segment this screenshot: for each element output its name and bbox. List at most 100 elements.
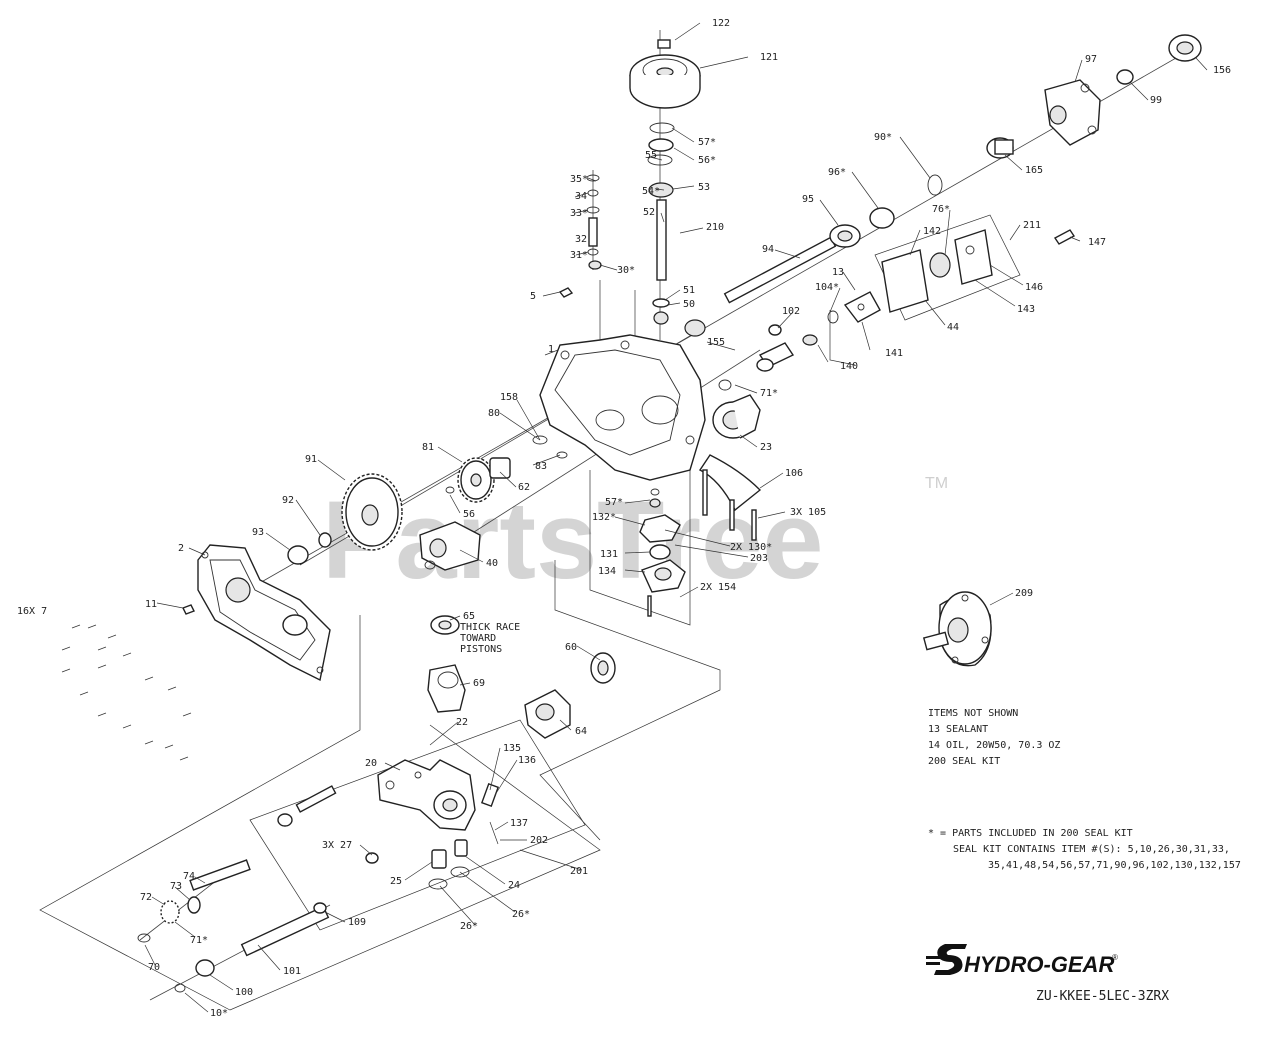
fitting-27b [365, 852, 379, 864]
collar-109 [313, 902, 327, 914]
label-35: 35* [570, 174, 588, 185]
plug-130 [649, 498, 661, 508]
label-30: 30* [617, 265, 635, 276]
label-74: 74 [183, 871, 195, 882]
label-31: 31* [570, 250, 588, 261]
shaft-101 [240, 905, 330, 957]
label-155: 155 [707, 337, 725, 348]
watermark-tm: TM [925, 475, 948, 492]
label-135: 135 [503, 743, 521, 754]
label-102: 102 [782, 306, 800, 317]
label-13: 13 [832, 267, 844, 278]
label-96: 96* [828, 167, 846, 178]
label-101: 101 [283, 966, 301, 977]
label-90: 90* [874, 132, 892, 143]
label-147: 147 [1088, 237, 1106, 248]
label-3x27: 3X 27 [322, 840, 352, 851]
washer-50 [652, 298, 670, 308]
label-10: 10* [210, 1008, 228, 1019]
bolt-array-7 [61, 624, 192, 761]
label-210: 210 [706, 222, 724, 233]
label-80: 80 [488, 408, 500, 419]
label-203: 203 [750, 553, 768, 564]
spring-135 [480, 782, 500, 808]
gasket-132 [639, 514, 681, 543]
brand-registered-mark: ® [1112, 953, 1118, 962]
label-2: 2 [178, 543, 184, 554]
ring-70 [137, 933, 151, 943]
shaft-74 [189, 859, 251, 891]
label-26a: 26* [512, 909, 530, 920]
label-95: 95 [802, 194, 814, 205]
label-142: 142 [923, 226, 941, 237]
ring-57b [650, 488, 660, 496]
pulley-121 [629, 54, 701, 109]
label-209: 209 [1015, 588, 1033, 599]
washer-92 [318, 532, 332, 548]
oring-26b [450, 866, 470, 878]
label-34: 34 [575, 191, 587, 202]
center-block-40 [419, 521, 481, 571]
label-56b: 56 [463, 509, 475, 520]
bracket-141 [843, 291, 881, 323]
bearing-156 [1168, 34, 1202, 62]
side-cover-2 [197, 544, 331, 682]
motor-23 [712, 379, 761, 439]
label-51: 51 [683, 285, 695, 296]
label-24: 24 [508, 880, 520, 891]
valves-25-24 [431, 839, 468, 869]
label-25: 25 [390, 876, 402, 887]
label-104: 104* [815, 282, 839, 293]
thrust-bearing-65 [430, 615, 460, 635]
seal-kit-note-1: * = PARTS INCLUDED IN 200 SEAL KIT [928, 828, 1133, 839]
notes-line-2: 14 OIL, 20W50, 70.3 OZ [928, 740, 1060, 751]
ring-90 [927, 174, 943, 196]
label-106: 106 [785, 468, 803, 479]
main-housing-1 [539, 319, 706, 481]
label-109: 109 [348, 917, 366, 928]
label-94: 94 [762, 244, 774, 255]
label-50: 50 [683, 299, 695, 310]
label-76: 76* [932, 204, 950, 215]
gear-72 [160, 900, 180, 924]
washer-56 [445, 486, 455, 494]
label-11: 11 [145, 599, 157, 610]
label-97: 97 [1085, 54, 1097, 65]
label-65-note-1: THICK RACE [460, 622, 520, 633]
bearing-53 [648, 182, 674, 198]
label-132: 132* [592, 512, 616, 523]
bearing-93 [287, 545, 309, 565]
label-57b: 57* [605, 497, 623, 508]
shield-106 [698, 454, 762, 512]
label-141: 141 [885, 348, 903, 359]
label-81: 81 [422, 442, 434, 453]
label-146: 146 [1025, 282, 1043, 293]
label-72: 72 [140, 892, 152, 903]
label-83: 83 [535, 461, 547, 472]
label-64: 64 [575, 726, 587, 737]
label-143: 143 [1017, 304, 1035, 315]
label-40: 40 [486, 558, 498, 569]
washer-83 [556, 451, 568, 459]
label-52: 52 [643, 207, 655, 218]
cylinder-block-64 [524, 689, 571, 739]
seal-96 [869, 207, 895, 229]
notes-title: ITEMS NOT SHOWN [928, 708, 1018, 719]
label-60: 60 [565, 642, 577, 653]
label-202: 202 [530, 835, 548, 846]
label-99: 99 [1150, 95, 1162, 106]
valve-131 [649, 544, 671, 560]
part-labels: 122 121 57* 55 56* 54* 53 52 210 35* 34 … [17, 18, 1231, 1019]
thrust-bearing-60 [590, 652, 616, 684]
linkage-102-104 [756, 310, 839, 372]
label-16x7: 16X 7 [17, 606, 47, 617]
seal-kit-note-2: SEAL KIT CONTAINS ITEM #(S): 5,10,26,30,… [953, 844, 1230, 855]
label-26b: 26* [460, 921, 478, 932]
notes-line-1: 13 SEALANT [928, 724, 988, 735]
hub-97 [1044, 79, 1101, 146]
label-65-note-2: TOWARD [460, 633, 496, 644]
label-23: 23 [760, 442, 772, 453]
label-137: 137 [510, 818, 528, 829]
cylinder-block-69 [427, 664, 466, 713]
label-55: 55 [645, 150, 657, 161]
